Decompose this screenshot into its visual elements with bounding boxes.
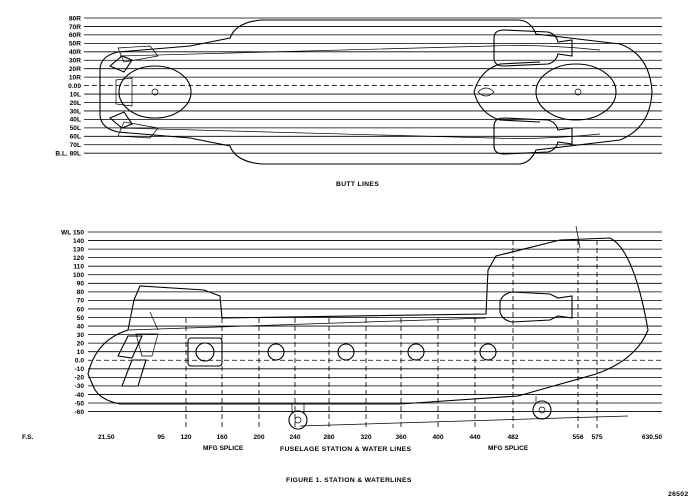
water-line-label: 50 [77,315,85,322]
butt-line-label: 80R [69,15,81,22]
butt-line-label: 40L [70,117,81,124]
fuselage-station-label: 360 [395,434,406,441]
fuselage-station-label: F.S. [22,434,34,441]
fuselage-station-label: 556 [572,434,583,441]
fuselage-station-label: 95 [157,434,165,441]
water-line-label: 110 [73,264,84,271]
fuselage-station-label: 400 [432,434,443,441]
water-line-label: 90 [77,281,85,288]
butt-line-label: 20L [70,100,81,107]
butt-line-label: 0.00 [68,83,81,90]
water-line-label: 70 [77,298,85,305]
water-line-label: 140 [73,238,84,245]
fuselage-station-label: 120 [180,434,191,441]
butt-line-label: 20R [69,66,81,73]
figure-caption: FIGURE 1. STATION & WATERLINES [286,477,412,484]
water-line-label: 120 [73,255,84,262]
mfg-splice-left-label: MFG SPLICE [203,445,244,452]
fuselage-station-label: 240 [289,434,300,441]
water-line-label: 100 [73,272,84,279]
butt-line-label: 30R [69,58,81,65]
fuselage-station-label: 320 [360,434,371,441]
water-line-label: 0.0 [75,358,84,365]
fuselage-station-label: 482 [507,434,518,441]
water-line-label: 30 [77,332,85,339]
water-line-label: 130 [73,246,84,253]
fuselage-station-lines [185,240,598,428]
butt-line-label: 60R [69,32,81,39]
fuselage-station-label: 575 [591,434,602,441]
water-line-label: 60 [77,306,85,313]
butt-line-label: 70R [69,24,81,31]
butt-line-label: 30L [70,108,81,115]
butt-lines-title: BUTT LINES [336,181,379,188]
side-view-helicopter [87,225,649,430]
water-line-label: -20 [74,375,84,382]
water-line-label: 20 [77,340,85,347]
butt-line-label: 10L [70,91,81,98]
figure-number: 26502 [668,491,688,498]
fuselage-station-label: 440 [469,434,480,441]
water-line-label: 80 [77,289,85,296]
butt-line-label: 70L [70,142,81,149]
mfg-splice-right-label: MFG SPLICE [488,445,529,452]
butt-line-label: 50R [69,41,81,48]
top-view-helicopter [99,19,653,165]
butt-line-label: 40R [69,49,81,56]
fuselage-station-label: 200 [253,434,264,441]
butt-line-label: B.L. 80L [55,151,81,158]
water-line-label: 40 [77,323,85,330]
water-line-label: -50 [74,400,84,407]
butt-line-label: 60L [70,134,81,141]
butt-line-label: 50L [70,125,81,132]
fuselage-station-label: 21.50 [98,434,115,441]
fuselage-station-title: FUSELAGE STATION & WATER LINES [280,446,412,453]
butt-line-label: 10R [69,74,81,81]
water-line-label: WL 150 [61,229,84,236]
fuselage-station-label: 630.50 [642,434,663,441]
water-line-label: -40 [74,392,84,399]
fuselage-station-labels: F.S. 21.50 95 120 160 200 240 280 320 360 400 440 48… [22,434,662,441]
water-line-label: -30 [74,383,84,390]
fuselage-station-label: 280 [323,434,334,441]
water-line-label: 10 [77,349,85,356]
water-line-label: -10 [74,366,84,373]
water-line-label: -60 [74,409,84,416]
fuselage-station-label: 160 [216,434,227,441]
